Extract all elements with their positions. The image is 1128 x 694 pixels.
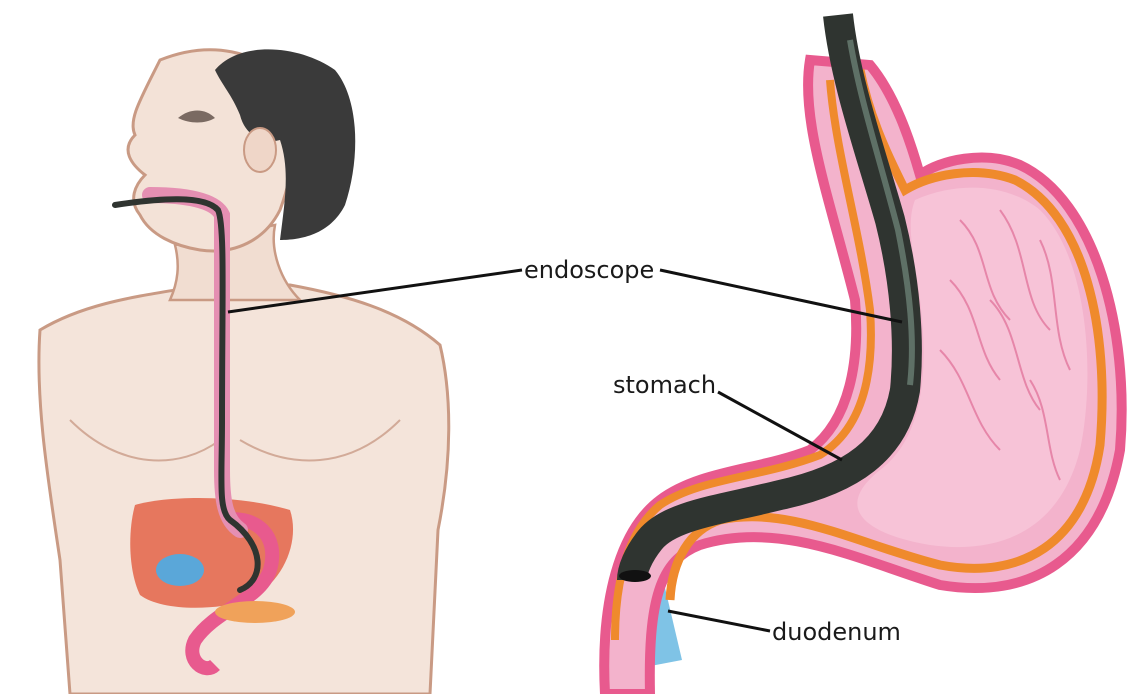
human-figure (39, 49, 449, 694)
stomach-illustration (604, 15, 1121, 694)
stomach-label: stomach (613, 371, 716, 399)
ear (244, 128, 276, 172)
endoscope-label: endoscope (524, 256, 654, 284)
duodenum-label: duodenum (772, 618, 901, 646)
stomach-leader (718, 392, 842, 460)
endoscope-tip (619, 570, 651, 582)
pancreas (215, 601, 295, 623)
gallbladder (156, 554, 204, 586)
duodenum-leader (668, 611, 770, 631)
torso (39, 285, 449, 694)
